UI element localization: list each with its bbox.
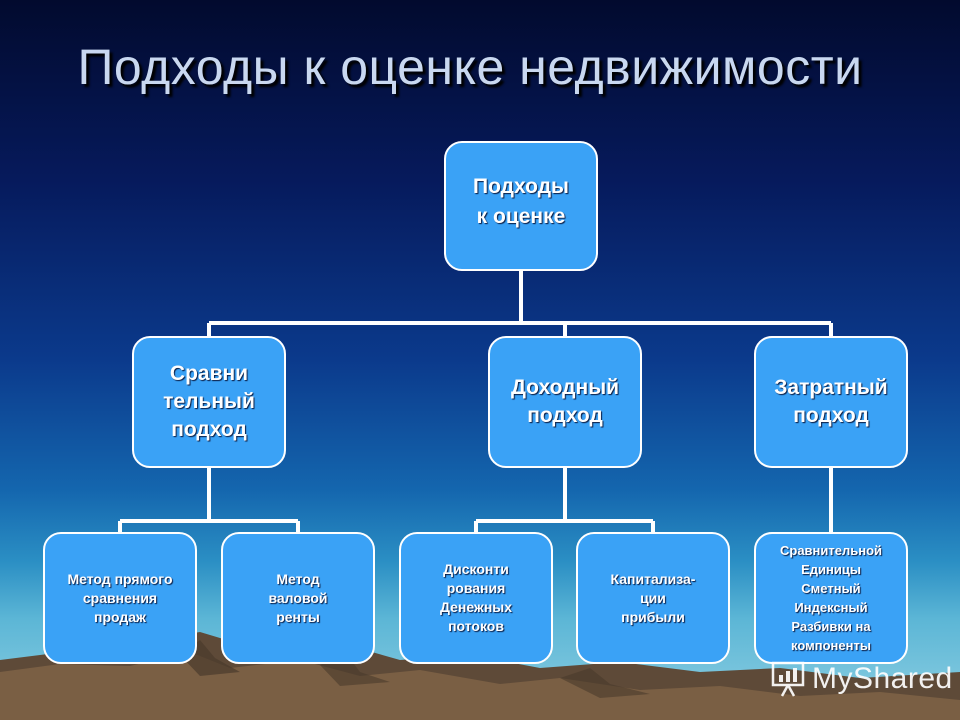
watermark-text: MyShared — [812, 662, 953, 695]
watermark: MyShared — [770, 657, 953, 701]
slide-title: Подходы к оценке недвижимости — [77, 39, 863, 95]
presentation-icon — [771, 661, 805, 697]
node-cost-methods: Сравнительной Единицы Сметный Индексный … — [754, 532, 908, 664]
node-discounted-cash-flow: Дисконти рования Денежных потоков — [399, 532, 553, 664]
node-income-approach: Доходный подход — [488, 336, 642, 468]
node-profit-capitalization: Капитализа- ции прибыли — [576, 532, 730, 664]
node-root-approaches: Подходы к оценке — [444, 141, 598, 271]
mountain-shadow — [560, 668, 650, 698]
node-gross-rent-method: Метод валовой ренты — [221, 532, 375, 664]
node-cost-approach: Затратный подход — [754, 336, 908, 468]
node-comparative-approach: Сравни тельный подход — [132, 336, 286, 468]
mountain-ridge-front — [0, 652, 960, 720]
node-direct-sales-comparison: Метод прямого сравнения продаж — [43, 532, 197, 664]
